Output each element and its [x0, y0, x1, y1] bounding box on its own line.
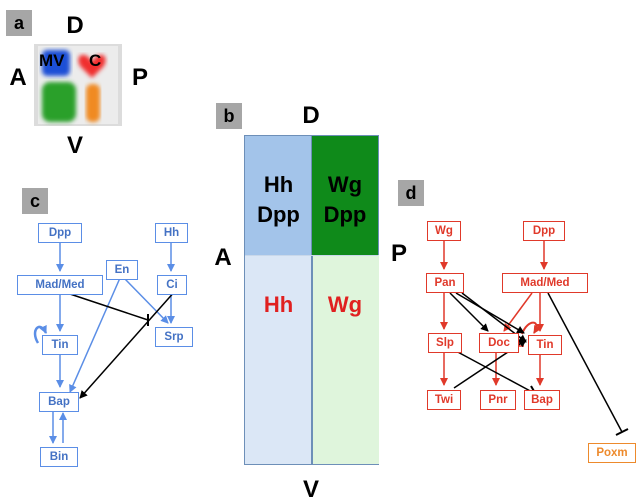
panel-b-tag: b	[216, 103, 242, 129]
panel-a-tag: a	[6, 10, 32, 36]
node-d-slp: Slp	[428, 333, 462, 353]
node-d-wg: Wg	[427, 221, 461, 241]
orange-region	[86, 84, 100, 122]
edge-en-srp	[123, 277, 169, 324]
embryo-expression-pattern	[34, 44, 122, 126]
label-hh-dorsal: Hh	[263, 172, 294, 197]
node-d-pan: Pan	[426, 273, 464, 293]
edge-slp-bap-inhibit	[453, 349, 535, 394]
edge-ci-bap	[79, 289, 177, 399]
panel-b-axis-a: A	[214, 244, 232, 271]
panel-d-tag: d	[398, 180, 424, 206]
node-c-ci: Ci	[157, 275, 187, 295]
edge-pan-doc	[449, 292, 489, 332]
mv-label: MV	[39, 51, 65, 70]
node-c-srp: Srp	[155, 327, 193, 347]
label-dpp-dorsal-anterior: Dpp	[257, 202, 300, 227]
green-region	[42, 82, 76, 122]
quadrant-ventral-posterior	[312, 255, 379, 464]
edge-pan-tin	[455, 292, 525, 334]
node-c-bap: Bap	[39, 392, 79, 412]
node-d-doc: Doc	[479, 333, 519, 353]
label-wg-dorsal: Wg	[327, 172, 363, 197]
panel-b-axis-d: D	[302, 102, 320, 129]
node-c-tin: Tin	[42, 335, 78, 355]
node-d-pnr: Pnr	[480, 390, 516, 410]
edge-tin-autoreg	[33, 324, 48, 344]
node-d-dpp: Dpp	[523, 221, 565, 241]
node-c-mad: Mad/Med	[17, 275, 103, 295]
quadrant-dorsal-posterior	[312, 136, 378, 255]
node-d-poxm: Poxm	[588, 443, 636, 463]
node-d-tin: Tin	[528, 335, 562, 355]
node-c-bin: Bin	[40, 447, 78, 467]
edge-mad-srp-inhibit	[69, 293, 149, 321]
panel-c-tag: c	[22, 188, 48, 214]
node-d-twi: Twi	[427, 390, 461, 410]
midline-divider	[311, 136, 312, 464]
panel-b-axis-v: V	[302, 476, 319, 503]
label-hh-ventral: Hh	[263, 292, 294, 317]
node-d-bap: Bap	[524, 390, 560, 410]
embryo-segment-image	[34, 44, 122, 126]
label-dpp-dorsal-posterior: Dpp	[323, 202, 367, 227]
node-c-en: En	[106, 260, 138, 280]
panel-a-axis-p: P	[131, 64, 148, 91]
mv-region	[42, 50, 70, 76]
label-wg-ventral: Wg	[327, 292, 363, 317]
node-c-hh: Hh	[155, 223, 188, 243]
edge-mad-poxm-inhibit	[547, 292, 623, 433]
dv-divider	[245, 255, 378, 256]
quadrant-dorsal-anterior	[245, 136, 312, 255]
cardiac-region	[78, 54, 106, 78]
node-c-dpp: Dpp	[38, 223, 82, 243]
panel-b-axis-p: P	[390, 240, 407, 267]
panel-a-axis-a: A	[9, 64, 27, 91]
segment-map: Hh Dpp Wg Dpp Hh Wg	[244, 135, 379, 465]
edge-mad-poxm-bar	[615, 428, 629, 436]
panel-a-axis-d: D	[66, 12, 84, 39]
node-d-mad: Mad/Med	[502, 273, 588, 293]
panel-a-axis-v: V	[66, 132, 83, 159]
edge-en-bap	[69, 277, 121, 393]
c-label: C	[89, 51, 102, 70]
quadrant-ventral-anterior	[245, 255, 312, 464]
